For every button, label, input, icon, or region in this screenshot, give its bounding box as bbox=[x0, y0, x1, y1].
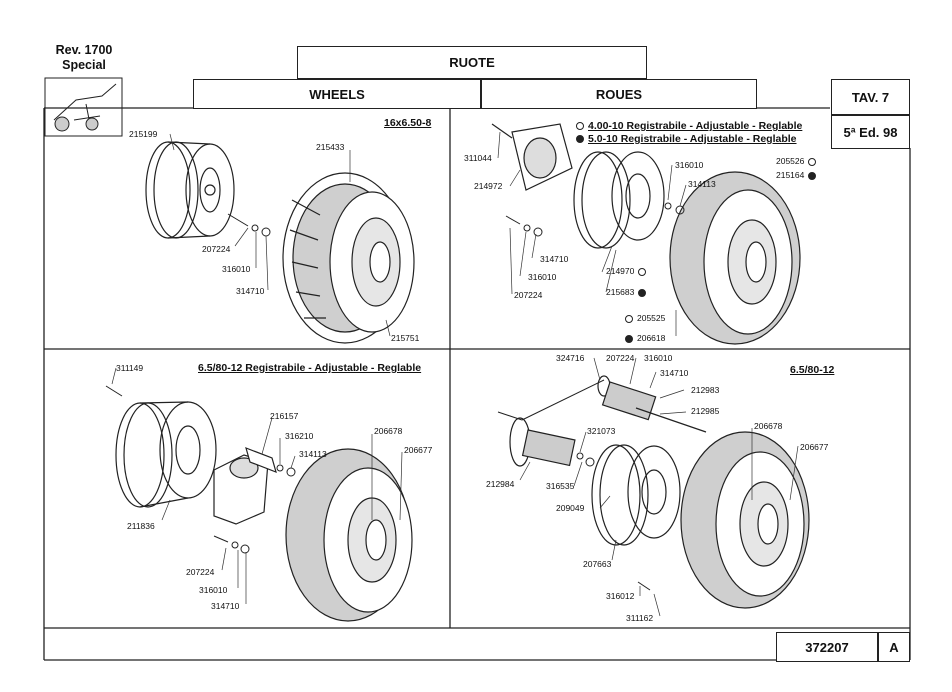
title-en: WHEELS bbox=[193, 79, 481, 109]
tl-panel-title: 16x6.50-8 bbox=[384, 117, 432, 129]
part-label: 314710 bbox=[211, 601, 240, 611]
part-label: 215751 bbox=[391, 333, 420, 343]
part-label: 206678 bbox=[754, 421, 783, 431]
open-circle-icon bbox=[638, 267, 647, 276]
axle-212984 bbox=[509, 417, 576, 467]
part-label: 206618 bbox=[625, 334, 665, 343]
open-circle-icon bbox=[808, 157, 817, 166]
part-label: 211836 bbox=[127, 521, 155, 531]
part-label: 316010 bbox=[528, 272, 557, 282]
hub-216157 bbox=[213, 447, 277, 525]
part-label: 205526 bbox=[776, 157, 817, 166]
tr-legend-2: 5.0-10 Registrabile - Adjustable - Regla… bbox=[576, 133, 797, 145]
edition: 5ª Ed. 98 bbox=[831, 115, 910, 149]
part-label: 316010 bbox=[199, 585, 228, 595]
part-label: 207224 bbox=[606, 353, 635, 363]
part-label: 314710 bbox=[540, 254, 569, 264]
part-label: 321073 bbox=[587, 426, 616, 436]
part-label: 214972 bbox=[474, 181, 503, 191]
part-label: 209049 bbox=[556, 503, 585, 513]
filled-circle-icon bbox=[576, 135, 584, 144]
part-label: 316210 bbox=[285, 431, 314, 441]
tr-legend-1: 4.00-10 Registrabile - Adjustable - Regl… bbox=[576, 120, 802, 132]
filled-circle-icon bbox=[638, 288, 647, 297]
part-label: 215199 bbox=[129, 129, 158, 139]
rev-number: Rev. 1700 bbox=[55, 43, 113, 57]
part-label: 324716 bbox=[556, 353, 585, 363]
part-label: 311149 bbox=[116, 363, 144, 373]
part-label: 205525 bbox=[625, 314, 665, 323]
part-label: 207663 bbox=[583, 559, 612, 569]
part-label: 316010 bbox=[222, 264, 251, 274]
rim-211836 bbox=[115, 401, 217, 508]
part-label: 215683 bbox=[606, 288, 647, 297]
title-it: RUOTE bbox=[297, 46, 647, 79]
table-number: TAV. 7 bbox=[831, 79, 910, 115]
part-label: 316010 bbox=[644, 353, 673, 363]
filled-circle-icon bbox=[808, 171, 817, 180]
tire-205526 bbox=[669, 171, 801, 345]
part-label: 206677 bbox=[404, 445, 433, 455]
part-label: 215164 bbox=[776, 171, 817, 180]
hub-plate-214972 bbox=[491, 123, 573, 191]
part-label: 212983 bbox=[691, 385, 720, 395]
revision-letter: A bbox=[878, 632, 910, 662]
part-label: 215433 bbox=[316, 142, 345, 152]
br-panel-title: 6.5/80-12 bbox=[790, 364, 835, 376]
part-label: 212985 bbox=[691, 406, 720, 416]
part-label: 316535 bbox=[546, 481, 575, 491]
part-label: 212984 bbox=[486, 479, 515, 489]
part-label: 314710 bbox=[236, 286, 265, 296]
part-label: 314113 bbox=[299, 449, 327, 459]
tiller-icon bbox=[44, 77, 123, 137]
tire-215433 bbox=[282, 172, 415, 344]
drawing-code: 372207 bbox=[776, 632, 878, 662]
rim-209049 bbox=[591, 444, 681, 546]
rim-215199 bbox=[145, 141, 235, 239]
rev-label: Rev. 1700 Special bbox=[46, 43, 122, 73]
part-label: 207224 bbox=[202, 244, 231, 254]
title-fr: ROUES bbox=[481, 79, 757, 109]
part-label: 311162 bbox=[626, 613, 654, 623]
part-label: 316012 bbox=[606, 591, 635, 601]
open-circle-icon bbox=[625, 314, 633, 323]
open-circle-icon bbox=[576, 122, 584, 131]
part-label: 206678 bbox=[374, 426, 403, 436]
part-label: 207224 bbox=[186, 567, 215, 577]
tire-br-206678 bbox=[680, 431, 810, 609]
tire-206678 bbox=[285, 448, 413, 622]
part-label: 314710 bbox=[660, 368, 689, 378]
part-label: 311044 bbox=[464, 153, 492, 163]
rim-214970 bbox=[573, 151, 665, 249]
part-label: 214970 bbox=[606, 267, 647, 276]
axle-212983 bbox=[597, 375, 707, 433]
bl-panel-title: 6.5/80-12 Registrabile - Adjustable - Re… bbox=[198, 362, 422, 374]
part-label: 314113 bbox=[688, 179, 716, 189]
part-label: 206677 bbox=[800, 442, 829, 452]
model-name: Special bbox=[62, 58, 106, 72]
part-label: 207224 bbox=[514, 290, 543, 300]
part-label: 216157 bbox=[270, 411, 299, 421]
part-label: 316010 bbox=[675, 160, 704, 170]
bolt-207224 bbox=[227, 213, 249, 227]
filled-circle-icon bbox=[625, 334, 633, 343]
